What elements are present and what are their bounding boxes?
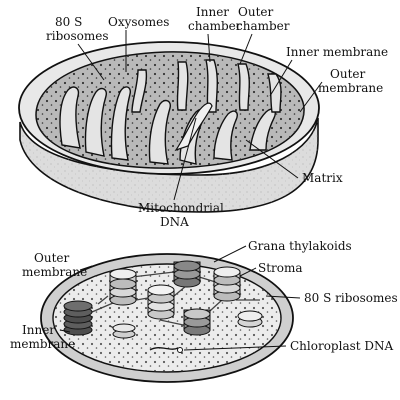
- label-outer-membrane-line2: membrane: [318, 81, 383, 95]
- label-chloroplast-dna: Chloroplast DNA: [290, 339, 394, 353]
- mitochondrion: [18, 41, 320, 213]
- label-80s-ribosomes-line1: 80 S: [55, 15, 82, 29]
- crista: [237, 63, 250, 111]
- crista: [84, 87, 108, 157]
- leader-chloroplast-dna: [183, 345, 287, 351]
- leader-inner-chamber: [207, 33, 211, 63]
- chloroplast-dna-loop: [177, 347, 183, 353]
- label-outer-chamber-line2: chamber: [236, 19, 290, 33]
- leader-chloro-inner-membrane: [59, 329, 71, 333]
- label-outer-membrane-line1: Outer: [330, 67, 365, 81]
- label-mitochondrial-dna-line1: Mitochondrial: [138, 201, 224, 215]
- granum-7: [112, 323, 136, 339]
- label-matrix: Matrix: [302, 171, 343, 185]
- mitochondrion-wall-texture: [20, 118, 318, 212]
- granum-2: [109, 268, 137, 306]
- leader-grana-thylakoids: [213, 245, 247, 263]
- granum-8: [237, 310, 263, 328]
- granum-6: [183, 308, 211, 336]
- label-inner-chamber-line1: Inner: [196, 5, 229, 19]
- crista: [148, 99, 172, 165]
- label-stroma: Stroma: [258, 261, 303, 275]
- crista: [176, 61, 189, 111]
- crista: [131, 69, 148, 113]
- crista: [59, 86, 81, 149]
- mitochondrion-labels: 80 S ribosomes Oxysomes Inner chamber Ou…: [46, 5, 388, 229]
- leader-chloro-outer-membrane: [79, 265, 93, 271]
- cristae: [59, 59, 282, 165]
- label-chloro-inner-membrane-line1: Inner: [22, 323, 55, 337]
- granum-3: [147, 284, 175, 320]
- label-chloro-outer-membrane-line2: membrane: [22, 265, 87, 279]
- label-inner-membrane: Inner membrane: [286, 45, 388, 59]
- label-chloro-80s-ribosomes: 80 S ribosomes: [304, 291, 398, 305]
- label-outer-chamber-line1: Outer: [238, 5, 273, 19]
- leader-mitochondrial-dna: [173, 117, 197, 201]
- leader-stroma: [239, 267, 257, 277]
- chloroplast-labels: Outer membrane Grana thylakoids Stroma 8…: [10, 239, 398, 353]
- crista: [213, 110, 238, 161]
- label-inner-chamber-line2: chamber: [188, 19, 242, 33]
- label-mitochondrial-dna-line2: DNA: [160, 215, 189, 229]
- chloroplast: [40, 253, 294, 383]
- leader-80s-ribosomes: [77, 43, 105, 81]
- leader-matrix: [245, 139, 299, 179]
- label-grana-thylakoids: Grana thylakoids: [248, 239, 352, 253]
- crista: [110, 86, 132, 161]
- leader-outer-chamber: [239, 33, 253, 65]
- label-chloro-outer-membrane-line1: Outer: [34, 251, 69, 265]
- granum-1: [63, 300, 93, 336]
- label-chloro-inner-membrane-line2: membrane: [10, 337, 75, 351]
- chloroplast-dna-strand: [149, 347, 179, 351]
- granum-4: [173, 260, 201, 288]
- label-80s-ribosomes-line2: ribosomes: [46, 29, 109, 43]
- leader-outer-membrane: [299, 81, 323, 113]
- crista: [205, 59, 218, 113]
- leader-chloro-80s-ribosomes: [265, 295, 301, 299]
- label-oxysomes: Oxysomes: [108, 15, 169, 29]
- granum-5: [213, 266, 241, 302]
- leader-inner-membrane: [269, 59, 293, 97]
